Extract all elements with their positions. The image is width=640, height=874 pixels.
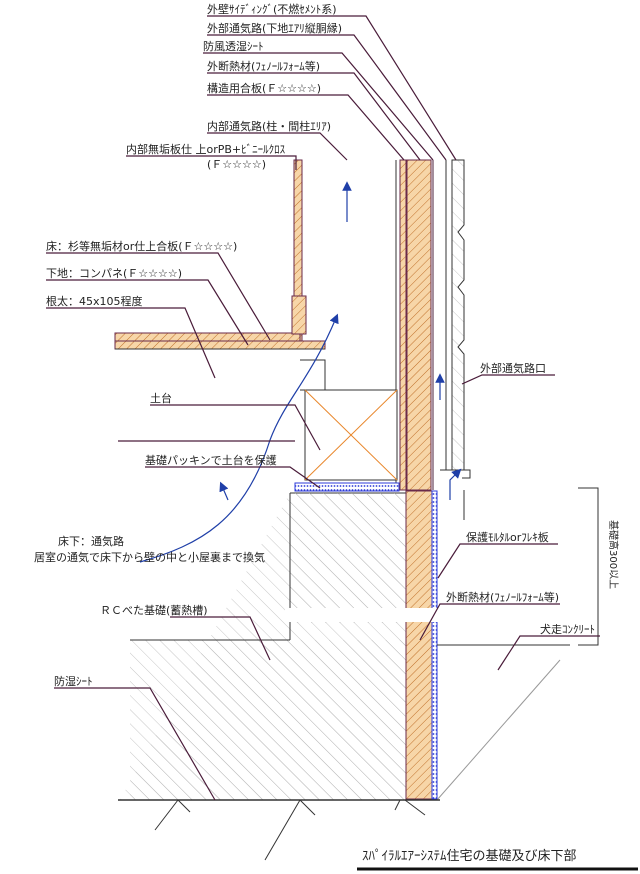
floor-finish: [114, 332, 301, 342]
cut-band: [285, 608, 450, 622]
outer-insulation-wall: [406, 159, 432, 491]
ground-slope: [436, 659, 561, 801]
label-structural-plywood: 構造用合板(Ｆ☆☆☆☆): [207, 81, 321, 95]
label-joist: 根太：45x105程度: [46, 294, 143, 308]
foundation-outer-insulation: [405, 490, 433, 800]
label-underfloor-vent: 床下：通気路: [58, 534, 124, 548]
label-floor-finish: 床：杉等無垢材or仕上合板(Ｆ☆☆☆☆): [46, 239, 237, 253]
label-inner-finish-grade: (Ｆ☆☆☆☆): [207, 158, 266, 171]
leader-lines: [46, 15, 600, 801]
label-outer-insulation: 外断熱材(ﾌｪﾉｰﾙﾌｫｰﾑ等): [207, 59, 320, 73]
label-outer-vent-opening: 外部通気路口: [480, 361, 546, 375]
label-inner-finish: 内部無垢板仕 上orPB+ﾋﾞﾆｰﾙｸﾛｽ: [126, 142, 286, 156]
label-mortar: 保護ﾓﾙﾀﾙorﾌﾚｷ板: [466, 530, 549, 544]
label-windproof-sheet: 防風透湿ｼｰﾄ: [203, 39, 264, 53]
label-outer-vent: 外部通気路(下地ｴｱﾘ縦胴縁): [207, 21, 342, 35]
label-inner-vent: 内部通気路(柱・間柱ｴﾘｱ): [207, 119, 331, 133]
foundation-slab: [130, 640, 406, 800]
label-rc-foundation: ＲＣべた基礎(蓄熱槽): [100, 604, 208, 617]
label-subfloor: 下地：コンパネ(Ｆ☆☆☆☆): [46, 267, 182, 280]
sill-cross-2: [304, 389, 398, 481]
label-packing: 基礎パッキンで土台を保護: [145, 453, 277, 467]
label-sill: 土台: [150, 391, 172, 405]
label-outer-insulation-foundation: 外断熱材(ﾌｪﾉｰﾙﾌｫｰﾑ等): [446, 590, 559, 604]
arrow-vent-opening: [449, 468, 462, 500]
label-foundation-height: 基礎高300以上: [607, 520, 620, 589]
height-bracket: [578, 487, 599, 646]
subfloor: [114, 340, 326, 350]
foundation-body: [290, 493, 406, 623]
drip-flashing: [440, 469, 471, 479]
protective-mortar: [431, 490, 438, 800]
arrow-underfloor-curve: [139, 313, 339, 563]
label-siding: 外壁ｻｲﾃﾞｨﾝｸﾞ(不燃ｾﾒﾝﾄ系): [207, 2, 337, 16]
siding-panel: [451, 159, 465, 471]
diagram-title: ｽﾊﾟｲﾗﾙｴｱｰｼｽﾃﾑ住宅の基礎及び床下部: [362, 849, 577, 864]
baseboard: [291, 295, 307, 335]
foundation-packing: [294, 482, 400, 492]
structural-plywood: [399, 159, 407, 491]
label-underfloor-vent-desc: 居室の通気で床下から壁の中と小屋裏まで換気: [34, 550, 265, 564]
arrow-underfloor-small: [219, 481, 229, 501]
label-drip-concrete: 犬走ｺﾝｸﾘｰﾄ: [540, 622, 595, 636]
label-moisture-sheet: 防湿ｼｰﾄ: [54, 674, 93, 688]
footing-piles: [154, 799, 426, 861]
